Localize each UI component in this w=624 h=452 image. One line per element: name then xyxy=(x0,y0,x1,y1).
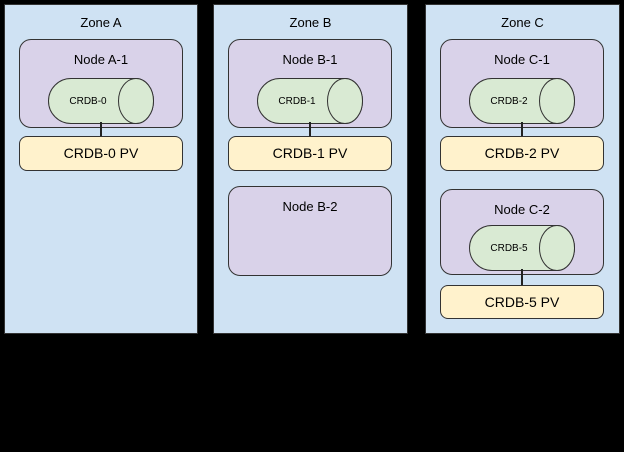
node-b-2: Node B-2 xyxy=(228,186,392,276)
crdb-0-database: CRDB-0 xyxy=(48,78,154,124)
database-label: CRDB-0 xyxy=(69,95,107,107)
node-title: Node B-2 xyxy=(282,199,338,214)
database-label: CRDB-2 xyxy=(490,95,528,107)
connector-line xyxy=(521,122,523,137)
crdb-5-pv-box: CRDB-5 PV xyxy=(440,285,604,319)
crdb-5-database: CRDB-5 xyxy=(469,225,575,271)
crdb-1-database: CRDB-1 xyxy=(257,78,363,124)
node-c-2: Node C-2 CRDB-5 xyxy=(440,189,604,275)
zone-b: Zone B Node B-1 CRDB-1 CRDB-1 PV Node B-… xyxy=(213,4,408,334)
cylinder-icon xyxy=(469,225,575,271)
cylinder-icon xyxy=(48,78,154,124)
zone-title: Zone B xyxy=(289,15,332,30)
node-a-1: Node A-1 CRDB-0 xyxy=(19,39,183,128)
connector-line xyxy=(309,122,311,137)
crdb-0-pv-box: CRDB-0 PV xyxy=(19,136,183,171)
node-title: Node B-1 xyxy=(282,52,338,67)
cylinder-icon xyxy=(257,78,363,124)
database-label: CRDB-1 xyxy=(278,95,316,107)
connector-line xyxy=(100,122,102,137)
crdb-1-pv-box: CRDB-1 PV xyxy=(228,136,392,171)
node-b-1: Node B-1 CRDB-1 xyxy=(228,39,392,128)
cylinder-icon xyxy=(469,78,575,124)
node-c-1: Node C-1 CRDB-2 xyxy=(440,39,604,128)
crdb-2-pv-box: CRDB-2 PV xyxy=(440,136,604,171)
node-title: Node C-1 xyxy=(494,52,550,67)
zone-c: Zone C Node C-1 CRDB-2 CRDB-2 PV Node C-… xyxy=(425,4,620,334)
zone-a: Zone A Node A-1 CRDB-0 CRDB-0 PV xyxy=(4,4,198,334)
node-title: Node A-1 xyxy=(73,52,129,67)
zone-title: Zone A xyxy=(80,15,122,30)
node-title: Node C-2 xyxy=(494,202,550,217)
database-label: CRDB-5 xyxy=(490,242,528,254)
zone-title: Zone C xyxy=(501,15,544,30)
crdb-2-database: CRDB-2 xyxy=(469,78,575,124)
connector-line xyxy=(521,269,523,286)
